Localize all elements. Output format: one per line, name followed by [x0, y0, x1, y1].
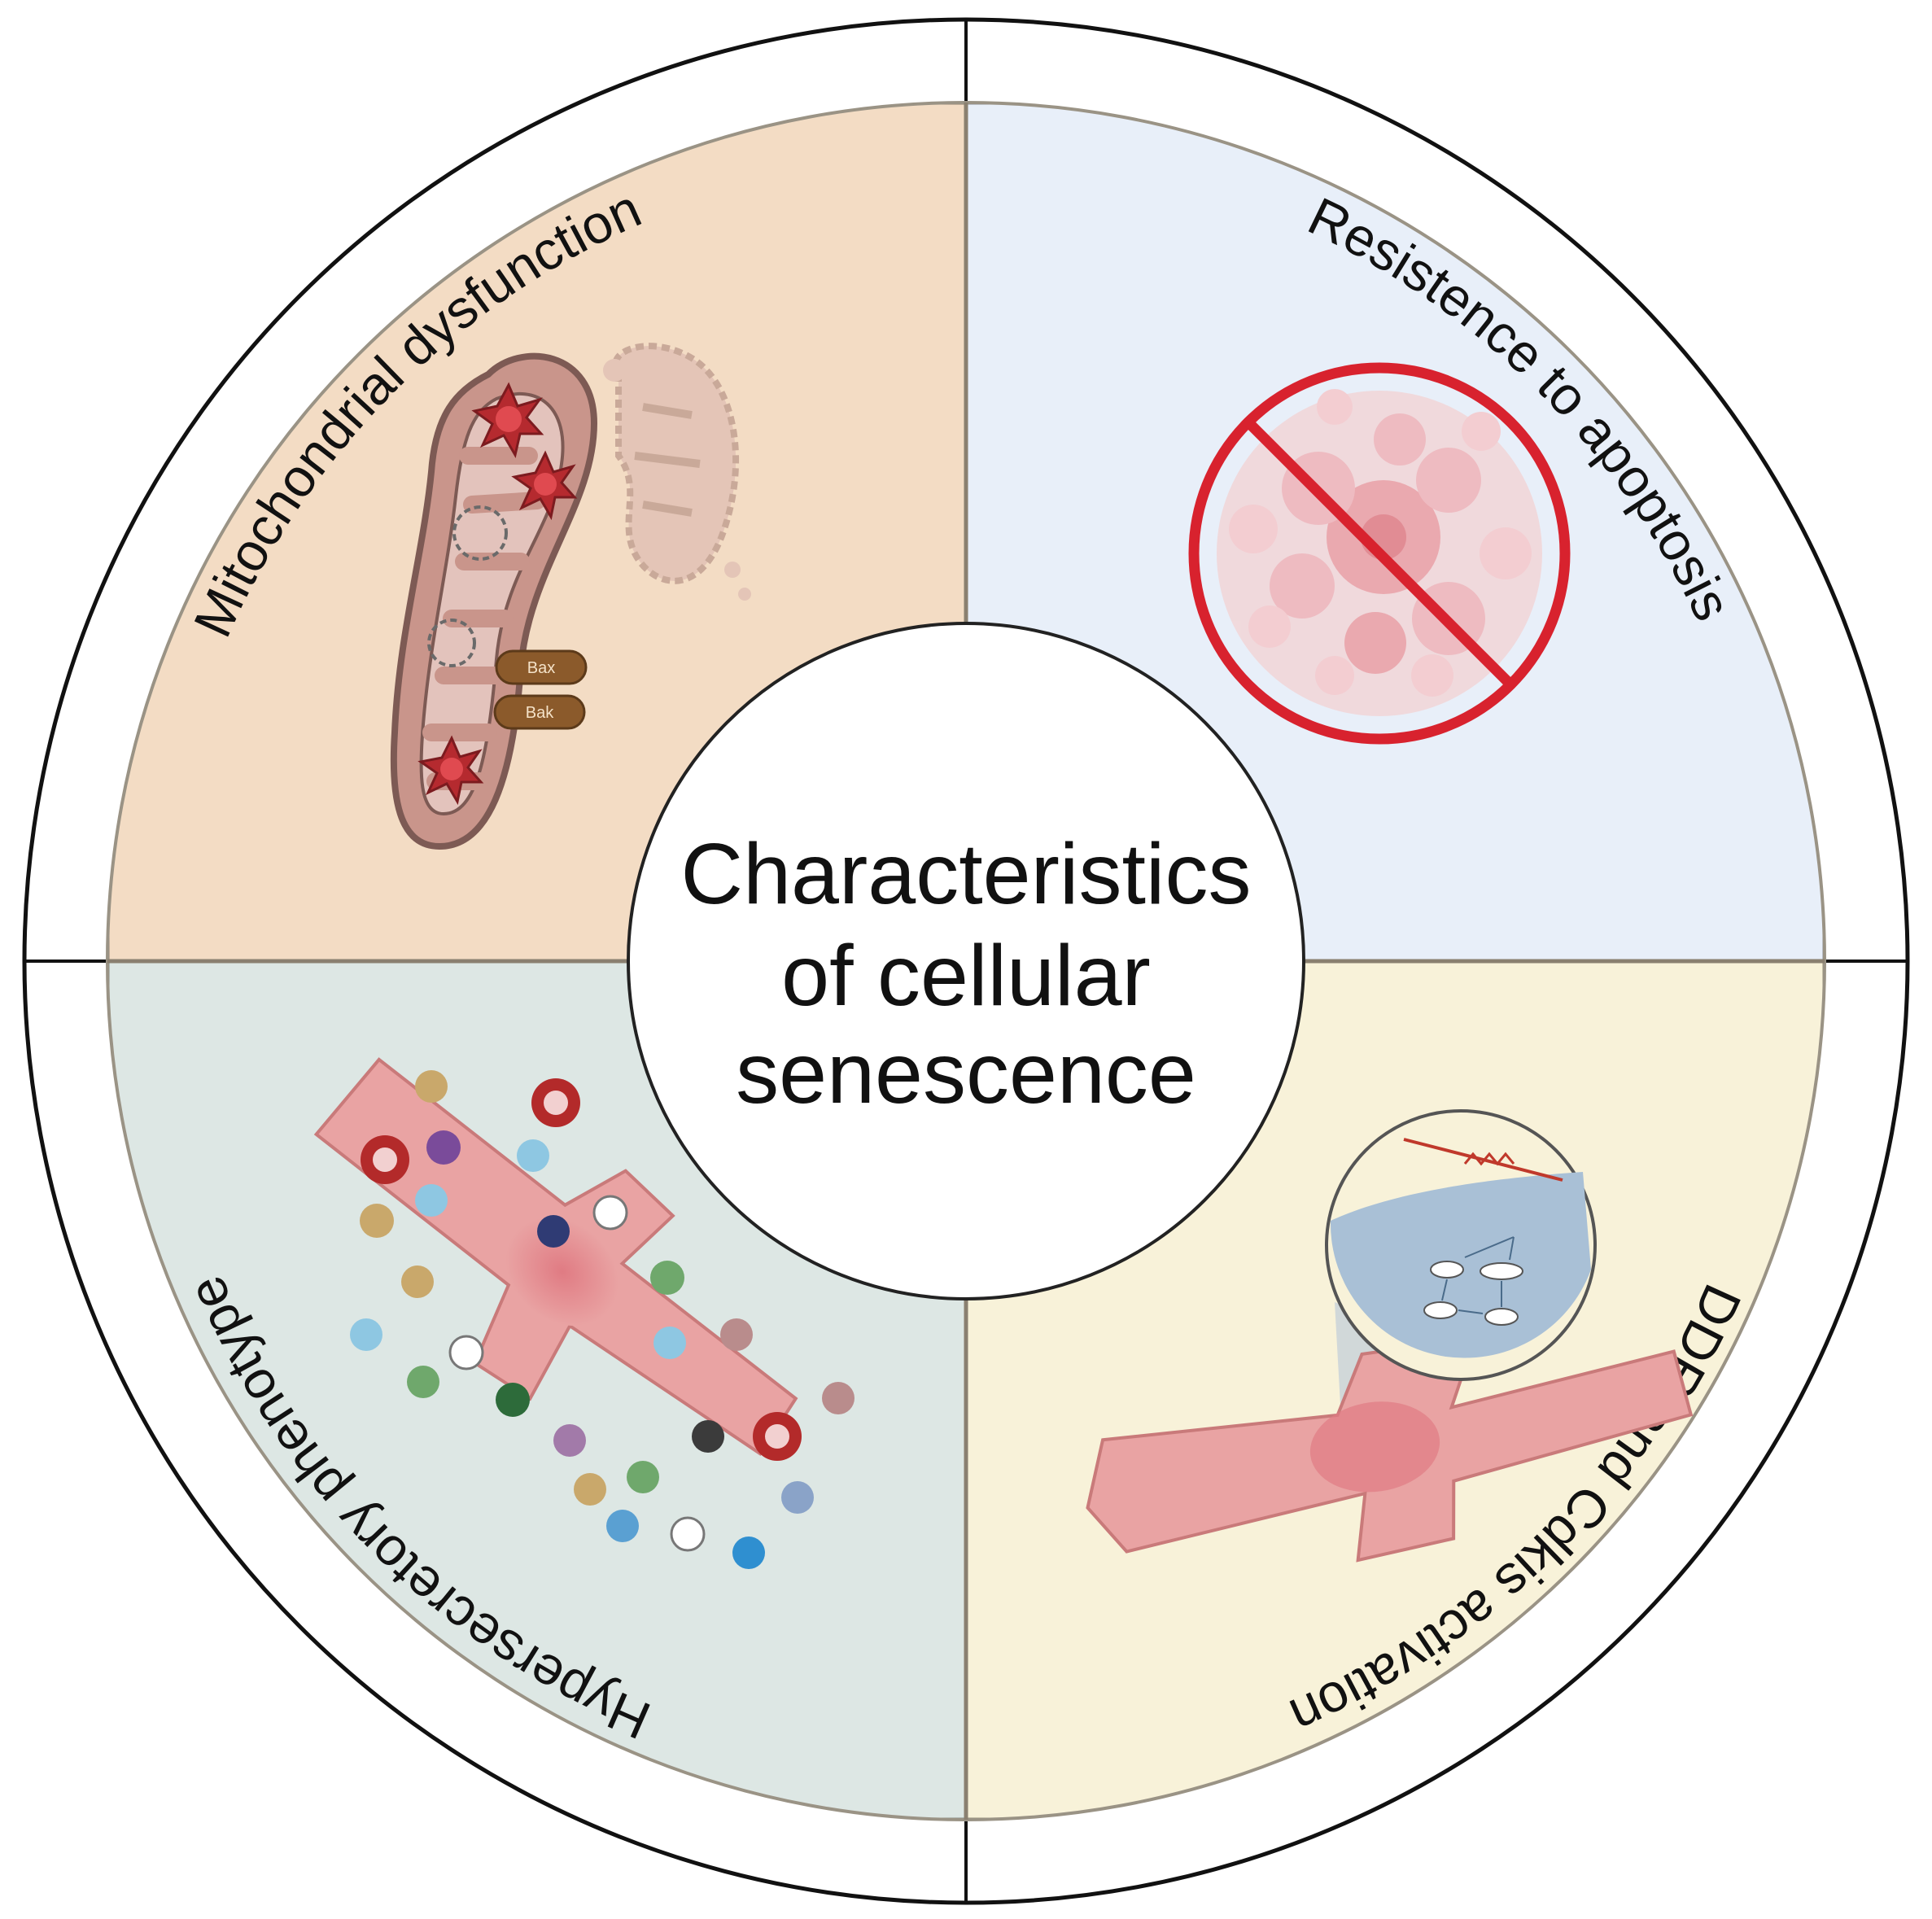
damaged-mitochondrion [603, 343, 751, 601]
zoom-inset [1325, 1109, 1597, 1381]
prohibition-sign [1188, 362, 1571, 745]
hypersecretory-illustration [313, 1057, 855, 1569]
center-title-line-2: of cellular [781, 928, 1151, 1024]
ros-burst-1 [471, 382, 544, 459]
bax-protein: Bax [495, 649, 588, 685]
center-title-line-3: senescence [736, 1025, 1196, 1121]
svg-text:Bax: Bax [527, 659, 555, 677]
mitochondria-illustration: Bax Bak [390, 343, 751, 850]
center-circle [627, 622, 1305, 1300]
secreted-factors [350, 1070, 855, 1569]
cytokine-granule [361, 1078, 802, 1461]
center-title-line-1: Characteristics [681, 826, 1252, 922]
svg-text:Bak: Bak [526, 704, 554, 722]
ddr-illustration [1086, 1109, 1694, 1563]
ros-burst-3 [417, 735, 484, 806]
ros-burst-2 [511, 450, 578, 521]
bak-protein: Bak [493, 694, 586, 730]
apoptosis-blocked-illustration [1188, 362, 1571, 745]
